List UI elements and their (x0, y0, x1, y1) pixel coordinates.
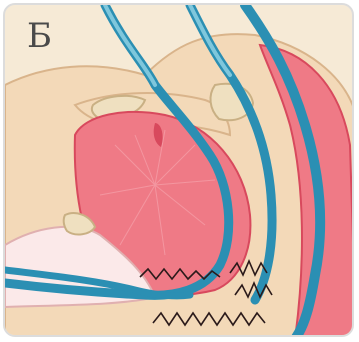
panel-label: Б (27, 19, 52, 53)
airway-cross-section-diagram (5, 5, 354, 337)
illustration-frame: Б (3, 3, 354, 337)
